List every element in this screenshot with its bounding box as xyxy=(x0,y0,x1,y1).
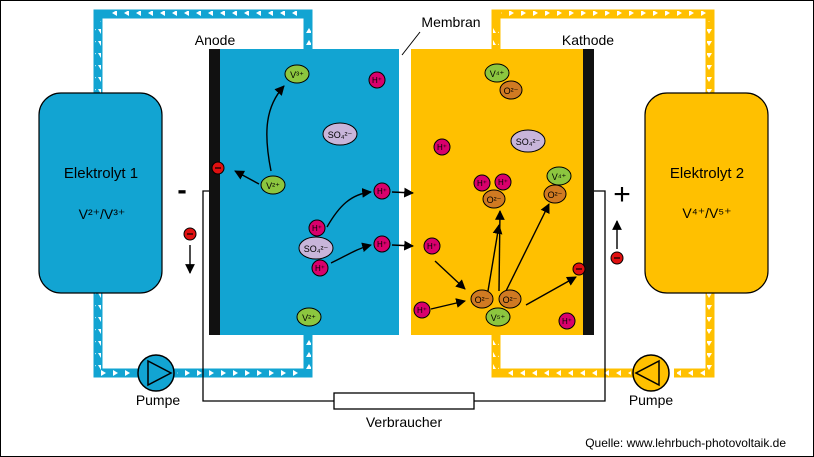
tank-1-label: Elektrolyt 1 xyxy=(64,165,138,182)
cathode-pipe-loop xyxy=(491,9,715,378)
svg-text:V²⁺: V²⁺ xyxy=(302,313,316,323)
electron xyxy=(183,227,197,241)
anode-label: Anode xyxy=(195,32,236,48)
load-label: Verbraucher xyxy=(366,414,443,430)
svg-text:O²⁻: O²⁻ xyxy=(487,195,502,205)
external-circuit xyxy=(202,190,606,402)
svg-text:V⁴⁺: V⁴⁺ xyxy=(552,172,567,182)
ions: V³⁺ H⁺ SO₄²⁻ V²⁺ H⁺ H⁺ SO₄²⁻ xyxy=(183,63,624,330)
pump-left-label: Pumpe xyxy=(136,392,181,408)
minus-sign: - xyxy=(177,174,186,205)
svg-text:H⁺: H⁺ xyxy=(562,317,572,326)
source-credit: Quelle: www.lehrbuch-photovoltaik.de xyxy=(585,436,786,450)
o-ion: O²⁻ xyxy=(498,289,522,309)
h-ion: H⁺ xyxy=(311,259,329,277)
o-ion: O²⁻ xyxy=(543,184,567,204)
pump-right xyxy=(632,354,670,392)
v3-ion: V³⁺ xyxy=(284,64,310,84)
svg-text:V⁵⁺: V⁵⁺ xyxy=(491,313,506,323)
o-ion: O²⁻ xyxy=(482,189,506,209)
v2-ion: V²⁺ xyxy=(260,175,286,195)
svg-text:H⁺: H⁺ xyxy=(427,242,437,251)
reaction-arrows xyxy=(185,85,622,310)
so4-ion: SO₄²⁻ xyxy=(322,122,358,146)
h-ion: H⁺ xyxy=(308,219,326,237)
svg-text:V³⁺: V³⁺ xyxy=(290,70,304,80)
svg-text:V²⁺: V²⁺ xyxy=(266,181,280,191)
svg-text:O²⁻: O²⁻ xyxy=(504,86,519,96)
v5-ion: V⁵⁺ xyxy=(485,307,511,327)
anode-half-cell xyxy=(219,49,399,335)
h-ion: H⁺ xyxy=(473,174,491,192)
plus-sign: + xyxy=(613,178,631,211)
load-resistor xyxy=(333,392,475,410)
cathode-electrode xyxy=(583,49,594,335)
svg-text:H⁺: H⁺ xyxy=(437,143,447,152)
anode-pipe-loop xyxy=(93,9,313,378)
h-ion: H⁺ xyxy=(433,138,451,156)
v2-ion: V²⁺ xyxy=(296,307,322,327)
tank-1-species: V²⁺/V³⁺ xyxy=(79,206,126,222)
so4-ion: SO₄²⁻ xyxy=(510,129,546,153)
svg-text:H⁺: H⁺ xyxy=(312,224,322,233)
pump-right-label: Pumpe xyxy=(629,392,674,408)
svg-text:H⁺: H⁺ xyxy=(498,178,508,187)
h-ion: H⁺ xyxy=(368,71,386,89)
pump-left xyxy=(137,354,175,392)
svg-text:O²⁻: O²⁻ xyxy=(548,190,563,200)
so4-ion: SO₄²⁻ xyxy=(298,236,334,260)
electrolyte-tank-2 xyxy=(644,92,769,294)
anode-electrode xyxy=(209,49,220,335)
svg-text:H⁺: H⁺ xyxy=(377,240,387,249)
svg-text:SO₄²⁻: SO₄²⁻ xyxy=(328,130,353,140)
svg-text:H⁺: H⁺ xyxy=(477,179,487,188)
svg-text:SO₄²⁻: SO₄²⁻ xyxy=(304,244,329,254)
o-ion: O²⁻ xyxy=(499,80,523,100)
h-ion: H⁺ xyxy=(558,312,576,330)
electron xyxy=(610,251,624,265)
h-ion: H⁺ xyxy=(494,173,512,191)
membrane-label: Membran xyxy=(421,14,480,30)
svg-text:V⁴⁺: V⁴⁺ xyxy=(490,69,505,79)
electron xyxy=(572,262,586,276)
electron xyxy=(211,161,225,175)
tank-2-label: Elektrolyt 2 xyxy=(670,165,744,182)
svg-text:H⁺: H⁺ xyxy=(417,306,427,315)
tank-2-species: V⁴⁺/V⁵⁺ xyxy=(682,205,731,221)
h-ion: H⁺ xyxy=(373,182,391,200)
h-ion: H⁺ xyxy=(373,235,391,253)
svg-text:O²⁻: O²⁻ xyxy=(503,295,518,305)
h-ion: H⁺ xyxy=(423,237,441,255)
svg-text:SO₄²⁻: SO₄²⁻ xyxy=(516,137,541,147)
cathode-label: Kathode xyxy=(562,32,614,48)
svg-text:H⁺: H⁺ xyxy=(377,187,387,196)
svg-text:H⁺: H⁺ xyxy=(372,76,382,85)
h-ion: H⁺ xyxy=(413,301,431,319)
svg-text:O²⁻: O²⁻ xyxy=(475,295,490,305)
v4-ion: V⁴⁺ xyxy=(484,63,510,83)
o-ion: O²⁻ xyxy=(470,289,494,309)
v4-ion: V⁴⁺ xyxy=(546,166,572,186)
membrane-pointer xyxy=(401,31,421,56)
svg-text:H⁺: H⁺ xyxy=(315,264,325,273)
electrolyte-tank-1 xyxy=(38,92,163,294)
